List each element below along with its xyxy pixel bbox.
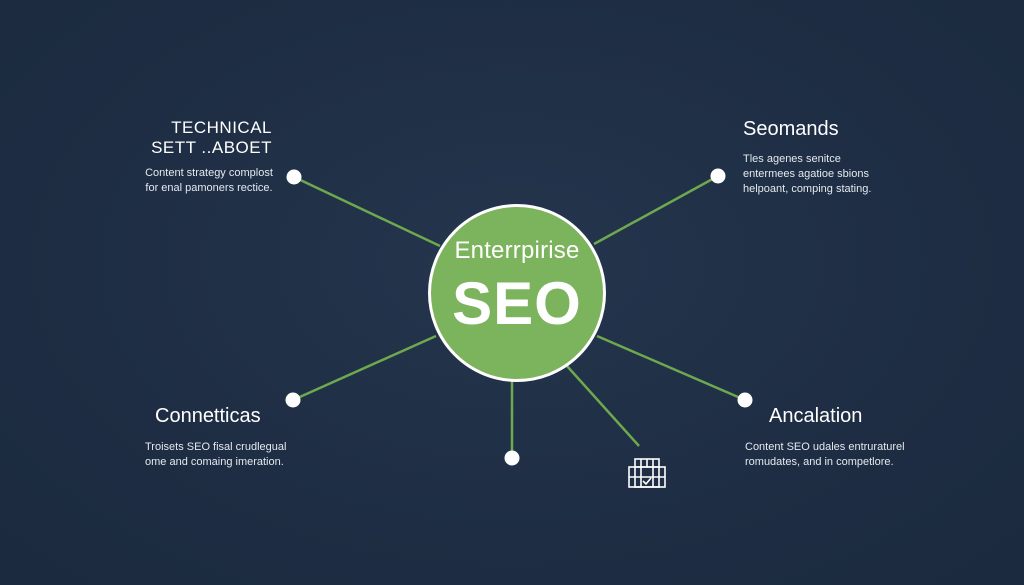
top-right-desc-line3: helpoant, comping stating.: [743, 183, 872, 195]
node-dot-top-right[interactable]: [710, 168, 726, 184]
bottom-right-title: Ancalation: [769, 405, 863, 427]
bottom-left-desc-line1: Troisets SEO fisal crudlegual: [145, 441, 287, 453]
bottom-left-description: Troisets SEO fisal crudlegual ome and co…: [145, 440, 286, 470]
bottom-left-title: Connetticas: [155, 405, 261, 427]
top-right-description: Tles agenes senitce entermees agatioe sb…: [743, 152, 871, 197]
bottom-left-desc-line2: ome and comaing imeration.: [145, 456, 284, 468]
hub-subtitle: Enterrpirise: [454, 237, 580, 264]
top-right-desc-line1: Tles agenes senitce: [743, 153, 841, 165]
top-left-desc-line1: Content strategy complost: [145, 167, 273, 179]
building-icon[interactable]: [627, 457, 667, 489]
connector-bottom-left: [292, 334, 437, 402]
bottom-right-description: Content SEO udales entruraturel romudate…: [745, 440, 905, 470]
node-dot-top-left[interactable]: [286, 169, 302, 185]
top-right-desc-line2: entermees agatioe sbions: [743, 168, 869, 180]
connector-bottom-icon: [566, 365, 640, 447]
top-left-title-line2: SETT ..ABOET: [151, 138, 272, 157]
top-left-description: Content strategy complost for enal pamon…: [138, 166, 280, 196]
bottom-right-desc-line1: Content SEO udales entruraturel: [745, 441, 905, 453]
top-left-title: TECHNICAL SETT ..ABOET: [120, 118, 272, 158]
connector-bottom-right: [596, 334, 746, 402]
hub-title: SEO: [452, 270, 582, 337]
connector-top-right: [593, 174, 719, 246]
top-right-title: Seomands: [743, 118, 839, 140]
node-dot-bottom-right[interactable]: [737, 392, 753, 408]
top-left-title-line1: TECHNICAL: [171, 118, 272, 137]
top-left-desc-line2: for enal pamoners rectice.: [145, 182, 273, 194]
connector-top-left: [293, 175, 441, 248]
bottom-right-desc-line2: romudates, and in competlore.: [745, 456, 894, 468]
central-hub[interactable]: Enterrpirise SEO: [428, 204, 606, 382]
node-dot-bottom-left[interactable]: [285, 392, 301, 408]
node-dot-bottom-center[interactable]: [504, 450, 520, 466]
